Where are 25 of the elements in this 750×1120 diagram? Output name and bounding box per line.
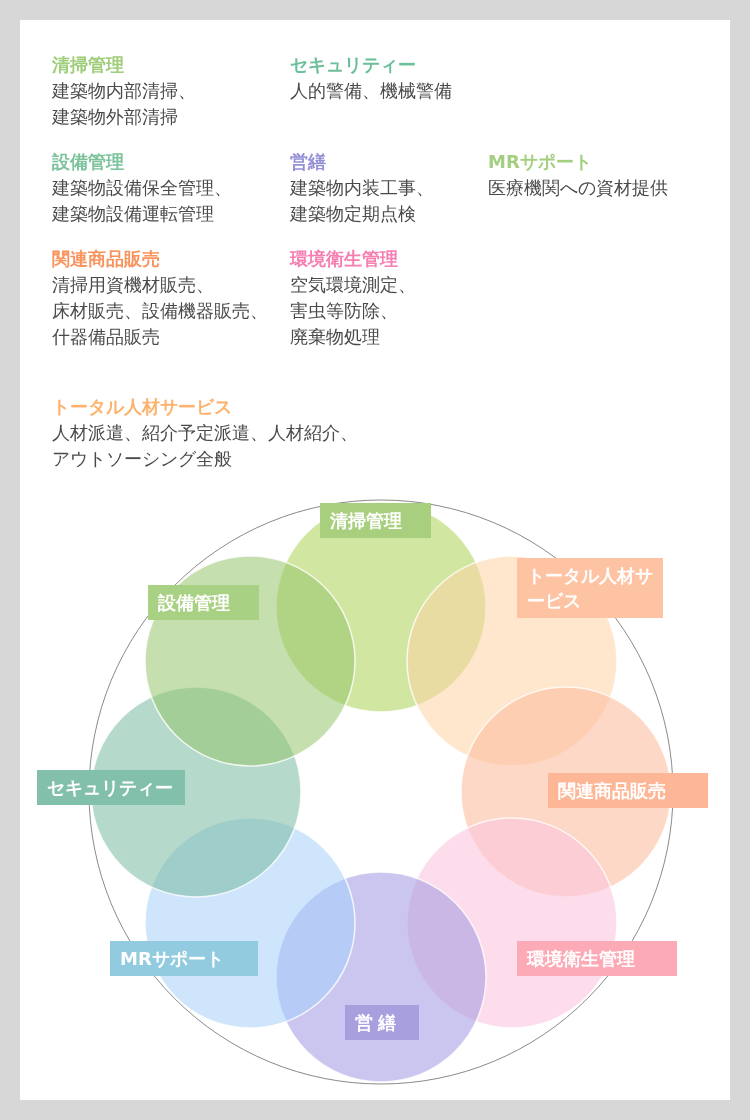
section-heading: MRサポート bbox=[488, 150, 593, 174]
section-heading: 環境衛生管理 bbox=[290, 247, 399, 271]
section-text: 空気環境測定、害虫等防除、廃棄物処理 bbox=[290, 273, 417, 349]
section-text: 建築物内部清掃、建築物外部清掃 bbox=[52, 79, 197, 129]
section-heading: 関連商品販売 bbox=[52, 247, 161, 271]
section-heading: 清掃管理 bbox=[52, 53, 125, 77]
section-heading: トータル人材サービス bbox=[52, 395, 233, 419]
category-tag: 営繕 bbox=[345, 1005, 419, 1040]
category-tag: 設備管理 bbox=[148, 585, 259, 620]
section-text: 人的警備、機械警備 bbox=[290, 79, 453, 103]
section-text: 建築物内装工事、建築物定期点検 bbox=[290, 176, 435, 226]
section-heading: 営繕 bbox=[290, 150, 327, 174]
section-text: 建築物設備保全管理、建築物設備運転管理 bbox=[52, 176, 233, 226]
category-tag: 環境衛生管理 bbox=[517, 941, 677, 976]
section-text: 清掃用資機材販売、床材販売、設備機器販売、什器備品販売 bbox=[52, 273, 269, 349]
category-tag: 関連商品販売 bbox=[548, 773, 708, 808]
section-text: 人材派遣、紹介予定派遣、人材紹介、アウトソーシング全般 bbox=[52, 421, 359, 471]
section-heading: 設備管理 bbox=[52, 150, 125, 174]
category-tag: トータル人材サービス bbox=[517, 558, 663, 618]
service-circle bbox=[144, 555, 357, 768]
category-tag: 清掃管理 bbox=[320, 503, 431, 538]
section-heading: セキュリティー bbox=[290, 53, 417, 77]
section-text: 医療機関への資材提供 bbox=[488, 176, 669, 200]
category-tag: セキュリティー bbox=[37, 770, 185, 805]
category-tag: MRサポート bbox=[110, 941, 258, 976]
